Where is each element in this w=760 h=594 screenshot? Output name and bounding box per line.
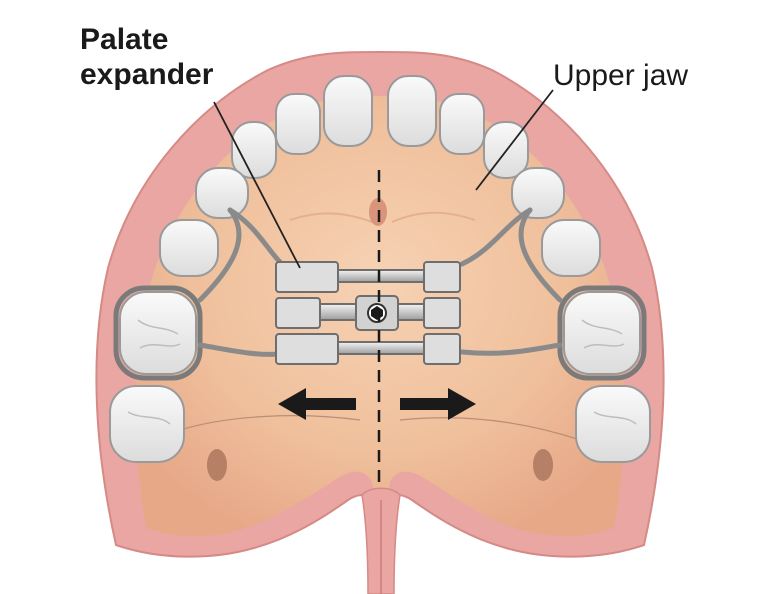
tooth <box>542 220 600 276</box>
rod <box>338 342 426 354</box>
tooth <box>388 76 436 146</box>
label-upper-jaw: Upper jaw <box>553 58 688 93</box>
tooth <box>160 220 218 276</box>
block-right-top <box>424 262 460 292</box>
tooth <box>110 386 184 462</box>
tooth <box>196 168 248 218</box>
palatine-foramen-left <box>207 449 227 481</box>
block-right-bottom <box>424 334 460 364</box>
tooth <box>564 292 640 374</box>
tooth <box>324 76 372 146</box>
block-left-bottom <box>276 334 338 364</box>
block-right-mid <box>424 298 460 328</box>
tooth <box>276 94 320 154</box>
label-palate-expander-line1: Palate <box>80 22 213 57</box>
label-palate-expander: Palate expander <box>80 22 213 93</box>
rod <box>338 270 426 282</box>
tooth <box>576 386 650 462</box>
block-left-mid <box>276 298 320 328</box>
label-palate-expander-line2: expander <box>80 57 213 92</box>
tooth <box>440 94 484 154</box>
block-left-top <box>276 262 338 292</box>
tooth <box>512 168 564 218</box>
palatine-foramen-right <box>533 449 553 481</box>
tooth <box>120 292 196 374</box>
